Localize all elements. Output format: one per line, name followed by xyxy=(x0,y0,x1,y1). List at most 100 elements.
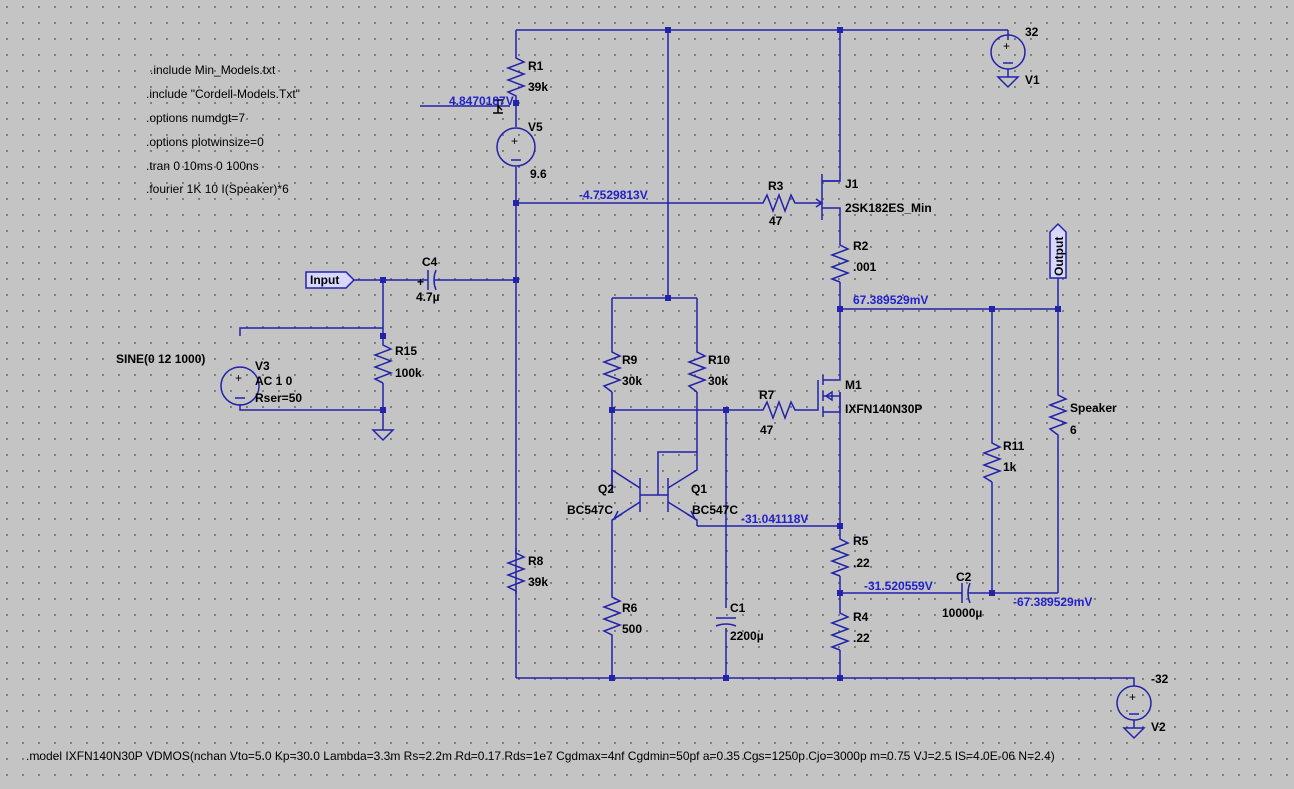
resistor-r5[interactable] xyxy=(829,534,851,577)
r2-name: R2 xyxy=(853,239,869,253)
output-net-flag[interactable]: Output xyxy=(1049,222,1067,279)
resistor-r11[interactable] xyxy=(981,438,1003,483)
voltage-r5-bottom: -31.520559V xyxy=(864,579,933,593)
c4-name: C4 xyxy=(422,255,438,269)
spice-directives[interactable]: .include Min_Models.txt .include "Cordel… xyxy=(146,63,300,196)
r11-name: R11 xyxy=(1003,439,1025,453)
model-directive[interactable]: .model IXFN140N30P VDMOS(nchan Vto=5.0 K… xyxy=(26,749,1055,763)
r9-name: R9 xyxy=(622,353,638,367)
r3-value: 47 xyxy=(769,214,783,228)
resistor-r2[interactable] xyxy=(829,240,851,283)
directive-include-min[interactable]: .include Min_Models.txt xyxy=(150,63,276,77)
v1-value: 32 xyxy=(1025,25,1039,39)
j1-value: 2SK182ES_Min xyxy=(845,201,932,215)
input-net-flag[interactable]: Input xyxy=(305,271,356,289)
svg-text:+: + xyxy=(235,371,242,385)
r15-name: R15 xyxy=(395,344,417,358)
voltage-m1-source: -31.041118V xyxy=(741,512,808,526)
c4-plus: + xyxy=(417,275,424,289)
resistor-r6[interactable] xyxy=(601,592,623,638)
q1-name: Q1 xyxy=(691,482,707,496)
svg-text:+: + xyxy=(1003,39,1010,53)
bjt-q1[interactable] xyxy=(658,452,698,526)
resistor-r3[interactable] xyxy=(760,192,798,214)
v2-value: -32 xyxy=(1151,672,1169,686)
resistor-r1[interactable] xyxy=(505,53,527,99)
speaker-resistor[interactable] xyxy=(1047,390,1069,440)
c1-value: 2200µ xyxy=(730,629,764,643)
r10-name: R10 xyxy=(708,353,730,367)
text-cursor-icon xyxy=(493,99,503,114)
c2-name: C2 xyxy=(956,570,972,584)
resistor-r15[interactable] xyxy=(372,340,394,384)
voltage-c2-right: -67.389529mV xyxy=(1013,595,1092,609)
j1-name: J1 xyxy=(845,177,859,191)
capacitor-c4[interactable] xyxy=(420,269,440,291)
directive-numdgt[interactable]: .options numdgt=7 xyxy=(146,111,245,125)
q2-name: Q2 xyxy=(598,482,614,496)
m1-name: M1 xyxy=(845,378,862,392)
speaker-value: 6 xyxy=(1070,423,1077,437)
voltage-source-v5[interactable]: + xyxy=(496,127,536,167)
capacitor-c2[interactable] xyxy=(960,582,972,604)
resistor-r8[interactable] xyxy=(505,548,527,594)
v1-name: V1 xyxy=(1025,73,1040,87)
voltage-output-node: 67.389529mV xyxy=(853,293,928,307)
r9-value: 30k xyxy=(622,374,642,388)
v3-name: V3 xyxy=(255,359,270,373)
q2-value: BC547C xyxy=(567,503,613,517)
r3-name: R3 xyxy=(768,179,784,193)
node-voltage-labels: 4.8470187V -4.7529813V 67.389529mV -31.0… xyxy=(449,94,1092,609)
voltage-source-v1[interactable]: + xyxy=(990,34,1026,89)
v3-ac: AC 1 0 xyxy=(255,374,293,388)
r8-name: R8 xyxy=(528,554,544,568)
c2-value: 10000µ xyxy=(942,606,982,620)
resistor-r4[interactable] xyxy=(829,608,851,651)
output-net-label: Output xyxy=(1052,237,1066,276)
speaker-name: Speaker xyxy=(1070,401,1117,415)
ground-symbol xyxy=(371,429,395,442)
c1-name: C1 xyxy=(730,601,746,615)
resistor-r10[interactable] xyxy=(686,347,708,393)
voltage-j1-gate: -4.7529813V xyxy=(579,188,648,202)
svg-text:+: + xyxy=(511,134,518,148)
jfet-j1[interactable] xyxy=(812,174,841,220)
r5-value: .22 xyxy=(853,556,870,570)
directive-include-cordell[interactable]: .include "Cordell-Models.Txt" xyxy=(146,87,300,101)
r7-value: 47 xyxy=(760,423,774,437)
mosfet-m1[interactable] xyxy=(812,362,841,417)
r10-value: 30k xyxy=(708,374,728,388)
r1-name: R1 xyxy=(528,59,544,73)
r2-value: .001 xyxy=(853,260,877,274)
r5-name: R5 xyxy=(853,534,869,548)
junction-dots xyxy=(380,27,1061,681)
voltage-source-v2[interactable]: + xyxy=(1116,685,1152,740)
r6-value: 500 xyxy=(622,622,642,636)
wires xyxy=(239,29,1135,686)
bjt-q2[interactable] xyxy=(611,468,658,524)
r8-value: 39k xyxy=(528,575,548,589)
q1-value: BC547C xyxy=(692,503,738,517)
directive-fourier[interactable]: .fourier 1K 10 I(Speaker)*6 xyxy=(146,182,289,196)
r4-name: R4 xyxy=(853,610,869,624)
m1-value: IXFN140N30P xyxy=(845,402,922,416)
r11-value: 1k xyxy=(1003,460,1017,474)
input-net-label: Input xyxy=(310,273,339,287)
r4-value: .22 xyxy=(853,631,870,645)
r6-name: R6 xyxy=(622,601,638,615)
directive-plotwinsize[interactable]: .options plotwinsize=0 xyxy=(146,135,264,149)
voltage-source-v3[interactable]: + xyxy=(220,366,260,406)
svg-text:+: + xyxy=(1129,690,1136,704)
c4-value: 4.7µ xyxy=(416,290,440,304)
capacitor-c1[interactable] xyxy=(715,617,737,627)
directive-tran[interactable]: .tran 0 10ms 0 100ns xyxy=(146,159,259,173)
r15-value: 100k xyxy=(395,366,422,380)
v3-source: SINE(0 12 1000) xyxy=(116,352,205,366)
v2-name: V2 xyxy=(1151,720,1166,734)
resistor-r9[interactable] xyxy=(601,347,623,393)
v5-value: 9.6 xyxy=(530,167,547,181)
component-labels: R1 39k V5 9.6 R3 47 J1 2SK182ES_Min R2 .… xyxy=(116,25,1169,734)
resistor-r7[interactable] xyxy=(760,399,798,421)
r1-value: 39k xyxy=(528,80,548,94)
